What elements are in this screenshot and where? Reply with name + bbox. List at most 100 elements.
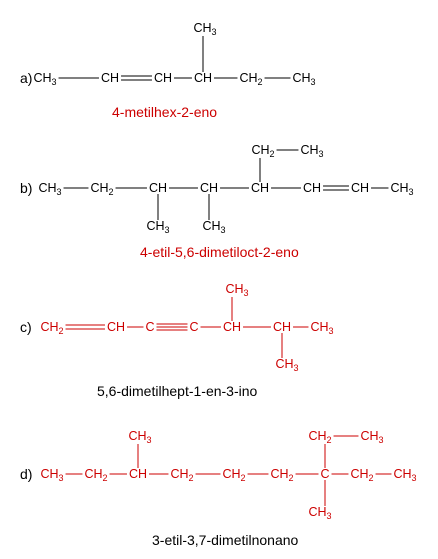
atom-group: CH2 bbox=[308, 429, 331, 445]
atom-group: CH bbox=[303, 181, 321, 195]
atom-symbol: CH bbox=[310, 320, 328, 334]
atom-group: CH2 bbox=[84, 467, 107, 483]
item-label: d) bbox=[20, 466, 32, 482]
atom-group: CH bbox=[154, 71, 172, 85]
atom-symbol: CH bbox=[90, 181, 108, 195]
atom-symbol: CH bbox=[107, 320, 125, 334]
iupac-name: 3-etil-3,7-dimetilnonano bbox=[152, 532, 299, 548]
atom-subscript: 3 bbox=[379, 435, 384, 445]
bond-lines bbox=[65, 297, 309, 358]
atom-subscript: 2 bbox=[289, 473, 294, 483]
iupac-name: 4-metilhex-2-eno bbox=[112, 104, 217, 120]
atom-group: CH bbox=[223, 320, 241, 334]
atom-subscript: 3 bbox=[59, 473, 64, 483]
atom-subscript: 2 bbox=[241, 473, 246, 483]
atom-symbol: CH bbox=[308, 505, 326, 519]
atom-group: CH bbox=[351, 181, 369, 195]
atom-symbol: CH bbox=[129, 467, 147, 481]
atom-group: CH2 bbox=[170, 467, 193, 483]
atom-symbol: CH bbox=[149, 181, 167, 195]
atom-symbol: CH bbox=[393, 467, 411, 481]
atom-group: CH3 bbox=[393, 467, 416, 483]
atom-symbol: CH bbox=[101, 71, 119, 85]
atom-subscript: 2 bbox=[327, 435, 332, 445]
atom-group: CH3 bbox=[310, 320, 333, 336]
atom-subscript: 3 bbox=[165, 225, 170, 235]
atom-symbol: CH bbox=[308, 429, 326, 443]
iupac-name: 4-etil-5,6-dimetiloct-2-eno bbox=[140, 244, 299, 260]
item-label: a) bbox=[20, 70, 32, 86]
atom-symbol: CH bbox=[390, 181, 408, 195]
atom-symbol: CH bbox=[292, 71, 310, 85]
atom-group: CH3 bbox=[202, 219, 225, 235]
atom-symbol: C bbox=[145, 320, 154, 334]
atom-symbol: C bbox=[189, 320, 198, 334]
atom-symbol: CH bbox=[146, 219, 164, 233]
bond-lines bbox=[63, 149, 389, 220]
atom-subscript: 3 bbox=[319, 149, 324, 159]
atom-symbol: CH bbox=[200, 181, 218, 195]
atom-group: CH2 bbox=[350, 467, 373, 483]
atom-symbol: CH bbox=[351, 181, 369, 195]
atom-group: CH bbox=[194, 71, 212, 85]
atom-group: CH bbox=[273, 320, 291, 334]
atom-subscript: 3 bbox=[311, 77, 316, 87]
atom-subscript: 3 bbox=[52, 77, 57, 87]
atom-group: C bbox=[189, 320, 198, 334]
atom-subscript: 2 bbox=[109, 187, 114, 197]
atom-symbol: CH bbox=[270, 467, 288, 481]
atom-symbol: CH bbox=[360, 429, 378, 443]
atom-symbol: CH bbox=[275, 357, 293, 371]
atom-symbol: CH bbox=[251, 181, 269, 195]
atom-group: CH3 bbox=[292, 71, 315, 87]
bond-lines bbox=[58, 36, 291, 81]
atom-subscript: 3 bbox=[221, 225, 226, 235]
atom-group: CH3 bbox=[308, 505, 331, 521]
atom-group: CH3 bbox=[300, 143, 323, 159]
atom-subscript: 2 bbox=[103, 473, 108, 483]
atom-group: CH3 bbox=[33, 71, 56, 87]
atom-subscript: 2 bbox=[369, 473, 374, 483]
atom-group: CH2 bbox=[40, 320, 63, 336]
atom-group: C bbox=[145, 320, 154, 334]
atom-subscript: 3 bbox=[244, 288, 249, 298]
atom-symbol: CH bbox=[84, 467, 102, 481]
iupac-name: 5,6-dimetilhept-1-en-3-ino bbox=[97, 383, 258, 399]
atom-symbol: CH bbox=[38, 181, 56, 195]
atom-symbol: CH bbox=[194, 71, 212, 85]
atom-symbol: CH bbox=[154, 71, 172, 85]
atom-symbol: CH bbox=[225, 282, 243, 296]
atom-subscript: 3 bbox=[147, 435, 152, 445]
atom-group: CH bbox=[200, 181, 218, 195]
atom-subscript: 3 bbox=[212, 27, 217, 37]
item-label: c) bbox=[20, 319, 32, 335]
atom-symbol: CH bbox=[193, 21, 211, 35]
atom-symbol: CH bbox=[239, 71, 257, 85]
atom-group: CH bbox=[251, 181, 269, 195]
atom-group: CH3 bbox=[390, 181, 413, 197]
atom-group: CH2 bbox=[270, 467, 293, 483]
atom-subscript: 3 bbox=[412, 473, 417, 483]
atom-symbol: CH bbox=[300, 143, 318, 157]
atom-group: CH3 bbox=[128, 429, 151, 445]
atom-subscript: 2 bbox=[189, 473, 194, 483]
atom-group: CH3 bbox=[38, 181, 61, 197]
atom-symbol: CH bbox=[33, 71, 51, 85]
atom-group: CH3 bbox=[225, 282, 248, 298]
atom-subscript: 2 bbox=[59, 326, 64, 336]
atom-group: CH3 bbox=[193, 21, 216, 37]
atom-subscript: 3 bbox=[409, 187, 414, 197]
atom-subscript: 3 bbox=[294, 363, 299, 373]
atom-symbol: CH bbox=[222, 467, 240, 481]
atom-group: CH bbox=[107, 320, 125, 334]
atom-subscript: 3 bbox=[327, 511, 332, 521]
atom-group: CH3 bbox=[40, 467, 63, 483]
atom-subscript: 2 bbox=[270, 149, 275, 159]
atom-symbol: CH bbox=[350, 467, 368, 481]
item-label: b) bbox=[20, 180, 32, 196]
